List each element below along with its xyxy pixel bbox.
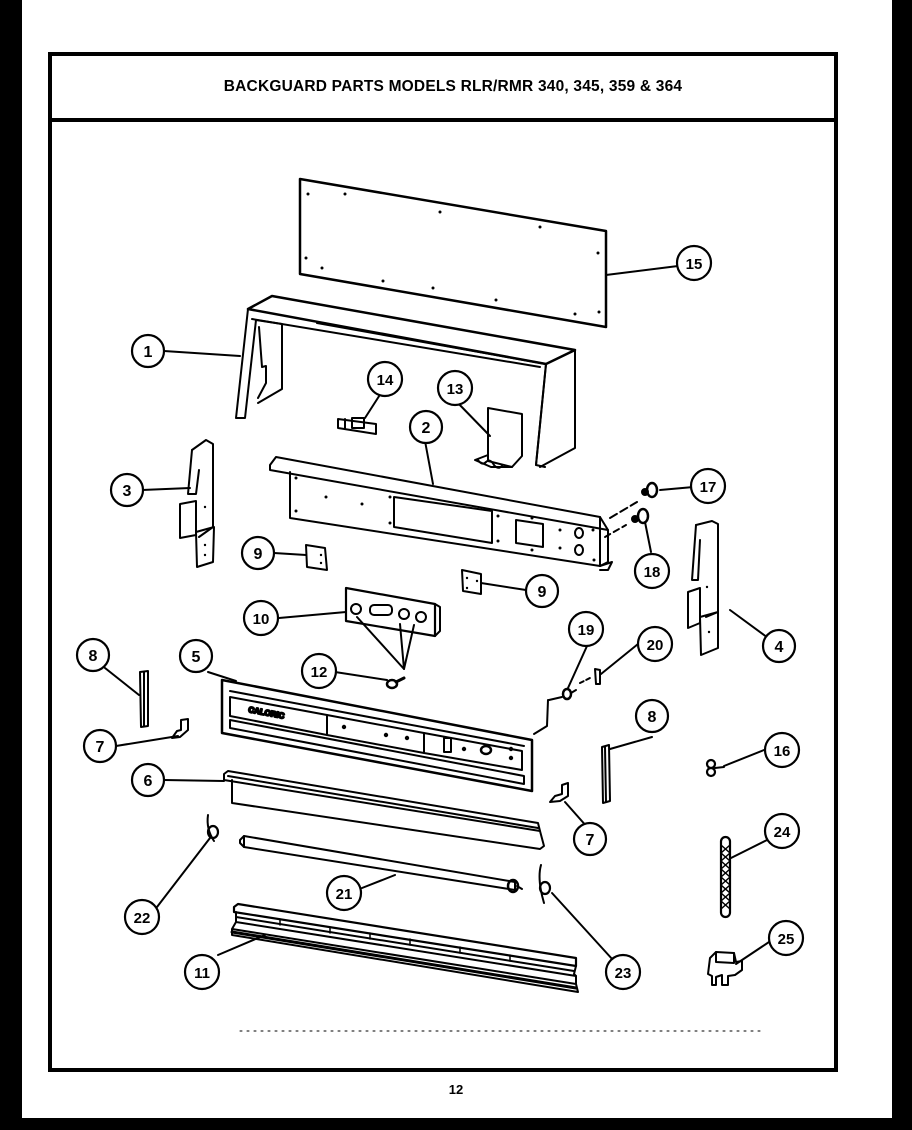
svg-text:3: 3 (123, 483, 132, 500)
callout-2: 2 (408, 409, 444, 445)
callout-21: 21 (325, 874, 363, 912)
part-5-control-panel-front: CALORIC (220, 678, 534, 793)
callout-17: 17 (689, 467, 727, 505)
callout-5: 5 (178, 638, 214, 674)
callout-19: 19 (567, 610, 605, 648)
callout-6: 6 (130, 762, 166, 798)
part-19-pilot-lamp (533, 687, 577, 735)
part-7-clip-right (549, 782, 569, 803)
part-24-wire-sleeve (719, 835, 732, 919)
svg-text:15: 15 (686, 256, 703, 273)
svg-text:18: 18 (644, 564, 661, 581)
callout-7-right: 7 (572, 821, 608, 857)
svg-text:8: 8 (648, 709, 657, 726)
callout-1: 1 (130, 333, 166, 369)
part-2-control-panel-bracket (269, 456, 613, 571)
part-10-switch-block (344, 586, 441, 670)
callout-14: 14 (366, 360, 404, 398)
page-number: 12 (448, 1082, 464, 1097)
part-16-knob-shaft (705, 758, 725, 778)
part-9-spacer-right (461, 569, 482, 595)
svg-text:10: 10 (253, 611, 270, 628)
part-22-lamp-holder-left (206, 814, 220, 842)
svg-text:2: 2 (422, 420, 431, 437)
callout-24: 24 (763, 812, 801, 850)
callout-10: 10 (242, 599, 280, 637)
svg-text:6: 6 (144, 773, 153, 790)
callout-11: 11 (183, 953, 221, 991)
callout-20: 20 (636, 625, 674, 663)
diagram-frame: BACKGUARD PARTS MODELS RLR/RMR 340, 345,… (48, 52, 838, 1072)
svg-text:1: 1 (144, 344, 153, 361)
svg-text:20: 20 (647, 637, 664, 654)
part-25-connector (707, 951, 743, 986)
svg-text:8: 8 (89, 648, 98, 665)
svg-text:19: 19 (578, 622, 595, 639)
callout-8-left: 8 (75, 637, 111, 673)
part-15-rear-panel (298, 177, 608, 329)
svg-text:7: 7 (586, 832, 595, 849)
callouts: 1 2 3 4 5 6 7 7 8 8 9 9 10 11 12 13 14 1… (75, 244, 805, 991)
scan-edge-bottom (0, 1118, 912, 1130)
callout-9-right: 9 (524, 573, 560, 609)
part-11-light-lens-assembly (230, 902, 579, 993)
callout-7-left: 7 (82, 728, 118, 764)
svg-text:9: 9 (538, 584, 547, 601)
leader-lines (104, 263, 780, 965)
part-18-indicator-socket (604, 507, 650, 538)
callout-8-right: 8 (634, 698, 670, 734)
callout-16: 16 (763, 731, 801, 769)
part-4-right-end-bracket (687, 520, 719, 656)
part-17-indicator-light (609, 481, 659, 519)
callout-13: 13 (436, 369, 474, 407)
svg-text:4: 4 (775, 639, 784, 656)
part-13-mounting-bracket (474, 407, 523, 469)
svg-text:11: 11 (194, 965, 210, 982)
callout-25: 25 (767, 919, 805, 957)
title-bar: BACKGUARD PARTS MODELS RLR/RMR 340, 345,… (52, 56, 834, 122)
part-6-trim-channel (223, 770, 545, 850)
part-12-screw (385, 676, 406, 690)
part-8-trim-strip-left (139, 670, 149, 728)
svg-text:12: 12 (311, 664, 328, 681)
callout-15: 15 (675, 244, 713, 282)
svg-text:21: 21 (336, 886, 353, 903)
callout-12: 12 (300, 652, 338, 690)
scan-edge-left (0, 0, 22, 1130)
callout-22: 22 (123, 898, 161, 936)
page-title: BACKGUARD PARTS MODELS RLR/RMR 340, 345,… (223, 78, 683, 95)
callout-18: 18 (633, 552, 671, 590)
part-9-spacer-left (305, 544, 328, 571)
svg-text:7: 7 (96, 739, 105, 756)
svg-text:14: 14 (377, 372, 394, 389)
svg-text:23: 23 (615, 965, 632, 982)
scan-edge-right (892, 0, 912, 1130)
part-7-clip-left (171, 718, 189, 739)
svg-text:22: 22 (134, 910, 151, 927)
svg-text:9: 9 (254, 546, 263, 563)
callout-9-left: 9 (240, 535, 276, 571)
part-1-backguard-housing (235, 294, 577, 468)
svg-text:24: 24 (774, 824, 791, 841)
part-23-lamp-holder-right (538, 864, 552, 904)
svg-text:5: 5 (192, 649, 201, 666)
callout-23: 23 (604, 953, 642, 991)
svg-text:13: 13 (447, 381, 464, 398)
svg-text:17: 17 (700, 479, 717, 496)
part-3-left-end-bracket (179, 439, 215, 568)
svg-text:16: 16 (774, 743, 791, 760)
svg-text:25: 25 (778, 931, 795, 948)
callout-3: 3 (109, 472, 145, 508)
brand-label: CALORIC (248, 705, 286, 721)
callout-4: 4 (761, 628, 797, 664)
part-8-trim-strip-right (601, 744, 611, 804)
part-14-terminal-block (337, 417, 377, 435)
part-20-lamp-clip (579, 668, 601, 685)
part-21-fluorescent-tube (239, 835, 523, 894)
